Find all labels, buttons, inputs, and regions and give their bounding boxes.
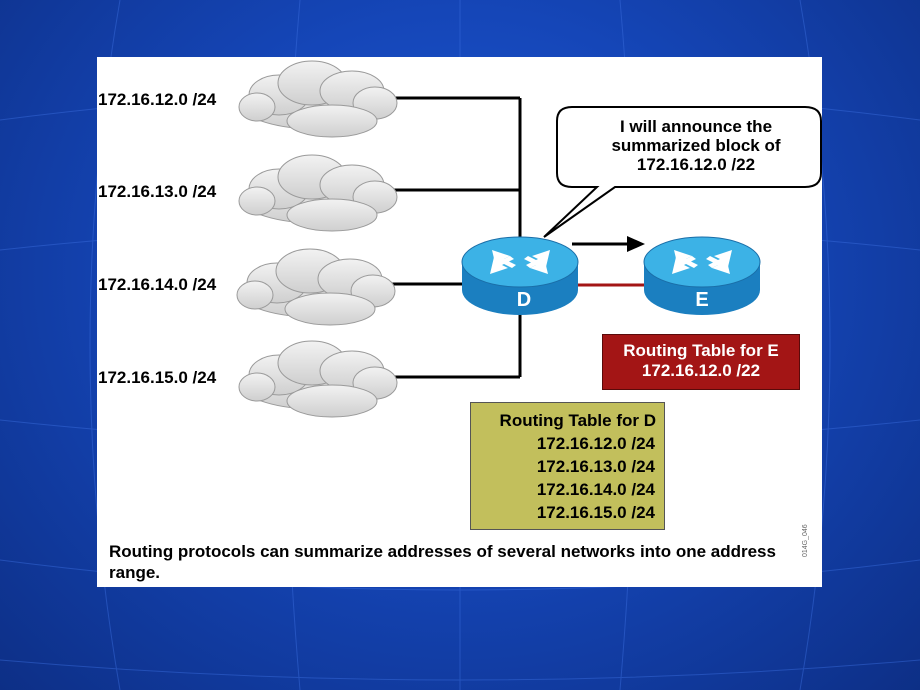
callout-line: summarized block of (611, 136, 781, 155)
routing-table-d-entry: 172.16.13.0 /24 (536, 457, 655, 476)
network-label: 172.16.14.0 /24 (98, 275, 217, 294)
routing-table-d-title: Routing Table for D (499, 411, 656, 430)
network-cloud-3 (236, 248, 396, 326)
network-label: 172.16.12.0 /24 (98, 90, 217, 109)
diagram-panel: 172.16.12.0 /24 172.16.13.0 /24 172.16.1… (97, 57, 822, 587)
network-cloud-4 (238, 340, 398, 418)
callout-bubble (543, 106, 822, 238)
routing-table-e: Routing Table for E 172.16.12.0 /22 (602, 334, 800, 390)
network-diagram (236, 60, 822, 418)
callout-text: I will announce the summarized block of … (567, 117, 825, 174)
network-cloud-2 (238, 154, 398, 232)
router-d-icon (461, 236, 579, 315)
routing-table-d: Routing Table for D 172.16.12.0 /24 172.… (470, 402, 665, 530)
router-e-label: E (695, 289, 709, 311)
routing-table-e-entry: 172.16.12.0 /22 (641, 361, 761, 380)
network-label: 172.16.13.0 /24 (98, 182, 217, 201)
routing-table-e-title: Routing Table for E (623, 341, 779, 360)
routing-table-d-entry: 172.16.14.0 /24 (536, 480, 655, 499)
routing-table-d-entry: 172.16.12.0 /24 (536, 434, 655, 453)
figure-code: 014G_046 (802, 524, 809, 557)
routing-table-d-entry: 172.16.15.0 /24 (536, 503, 655, 522)
callout-line: I will announce the (619, 117, 773, 136)
router-d-label: D (516, 289, 532, 311)
network-label: 172.16.15.0 /24 (98, 368, 217, 387)
diagram-caption: Routing protocols can summarize addresse… (109, 542, 776, 582)
announce-arrow-icon (572, 236, 645, 252)
router-e-icon (643, 236, 761, 315)
callout-line: 172.16.12.0 /22 (636, 155, 756, 174)
bus-lines (387, 96, 522, 379)
network-cloud-1 (238, 60, 398, 138)
